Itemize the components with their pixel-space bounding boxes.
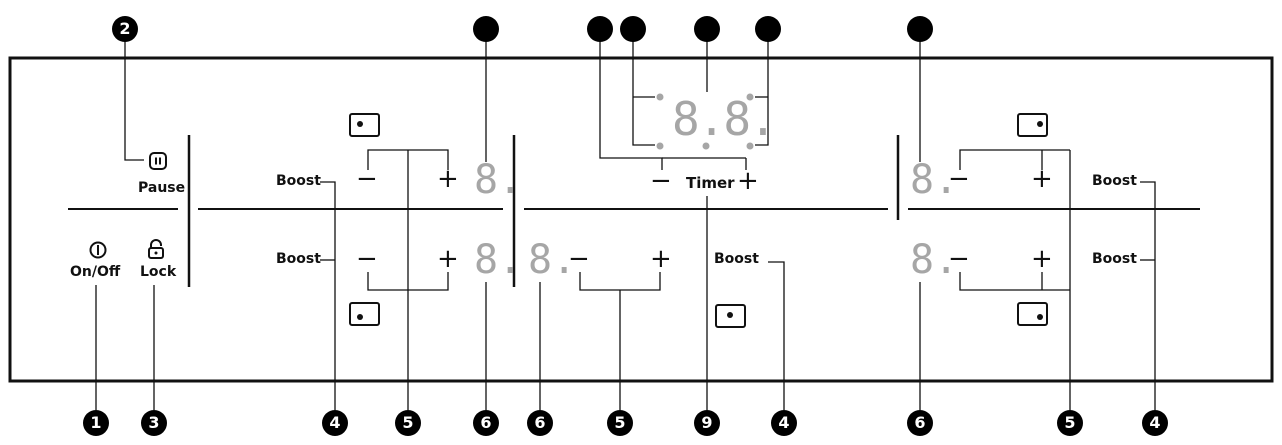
cooking-zone-icon [1017,302,1048,326]
leader-timer-indicators-left [632,40,655,146]
bracket-5-top-right [959,149,1070,170]
panel-frame [8,56,1274,383]
timer-indicator-dot [746,142,754,150]
callout-4: 4 [771,410,797,436]
minus-button[interactable]: − [568,244,590,274]
callout-3: 3 [141,410,167,436]
boost-label: Boost [1092,173,1137,189]
callout-4: 4 [322,410,348,436]
callout-1: 1 [83,410,109,436]
bracket-5-bottom-right [959,272,1070,291]
cooking-zone-icon [349,113,380,137]
bracket-5-center [579,272,661,291]
callout-top-blank [587,16,613,42]
minus-button[interactable]: − [948,244,970,274]
cooking-zone-icon [1017,113,1048,137]
boost-label: Boost [714,251,759,267]
timer-minus-button[interactable]: − [650,166,672,196]
timer-label: Timer [686,174,735,192]
plus-button[interactable]: + [437,164,459,194]
callout-9: 9 [694,410,720,436]
lock-label: Lock [140,264,177,280]
timer-indicator-dot [656,93,664,101]
callout-6: 6 [473,410,499,436]
plus-button[interactable]: + [437,244,459,274]
callout-top-blank [907,16,933,42]
leader-timer-indicators-right [755,40,769,146]
plus-button[interactable]: + [650,244,672,274]
leader-timer-minus [599,40,663,170]
power-icon[interactable] [88,240,108,260]
plus-button[interactable]: + [1031,244,1053,274]
timer-display: 8.8. [672,92,777,146]
pause-label: Pause [138,180,186,196]
zone-display: 8. [910,157,959,203]
leader-4-center [768,261,785,410]
callout-top-blank [473,16,499,42]
callout-6: 6 [527,410,553,436]
pause-icon[interactable] [148,151,168,171]
minus-button[interactable]: − [948,164,970,194]
zone-display: 8. [474,157,523,203]
cooking-zone-icon [715,304,746,328]
zone-display: 8. [528,237,577,283]
callout-5: 5 [1057,410,1083,436]
boost-label: Boost [276,173,321,189]
callout-top-blank [620,16,646,42]
cooking-zone-icon [349,302,380,326]
minus-button[interactable]: − [356,244,378,274]
leader-4-left [320,181,336,410]
zone-display: 8. [474,237,523,283]
callout-5: 5 [607,410,633,436]
minus-button[interactable]: − [356,164,378,194]
timer-plus-button[interactable]: + [737,166,759,196]
timer-indicator-dot [656,142,664,150]
callout-6: 6 [907,410,933,436]
timer-indicator-dot [702,142,710,150]
plus-button[interactable]: + [1031,164,1053,194]
zone-display: 8. [910,237,959,283]
lock-icon[interactable] [146,238,166,260]
timer-indicator-dot [746,93,754,101]
callout-5: 5 [395,410,421,436]
boost-label: Boost [1092,251,1137,267]
on-off-label: On/Off [70,264,121,280]
callout-top-blank [694,16,720,42]
leader-2 [124,40,144,161]
boost-label: Boost [276,251,321,267]
callout-2: 2 [112,16,138,42]
callout-4: 4 [1142,410,1168,436]
callout-top-blank [755,16,781,42]
leader-4-right [1140,181,1156,410]
